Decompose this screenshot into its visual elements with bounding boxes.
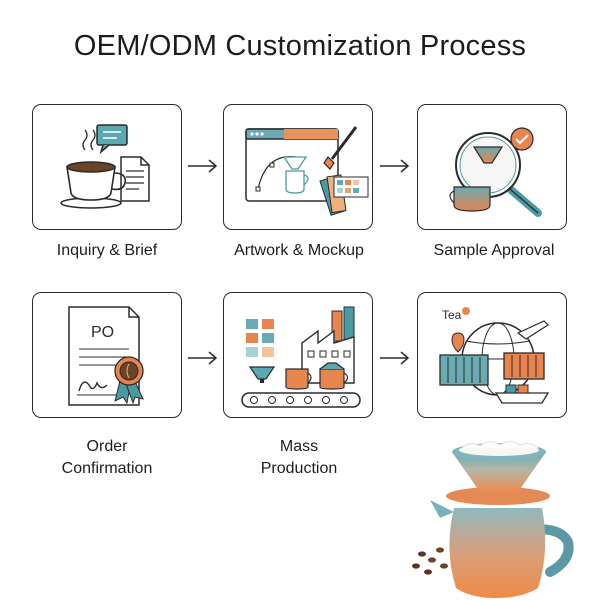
arrow-right-icon <box>380 351 410 365</box>
global-shipping-icon: Tea <box>439 307 550 404</box>
step-label-production-line2: Production <box>260 460 338 477</box>
pour-over-product-image <box>412 441 574 598</box>
step-card-order[interactable]: PO <box>32 292 182 418</box>
step-label-order-line2: Confirmation <box>61 460 153 477</box>
factory-conveyor-icon <box>241 306 361 408</box>
coffee-cup-document-chat-icon <box>60 124 150 209</box>
step-label-sample: Sample Approval <box>433 242 555 259</box>
magnifier-check-sample-icon <box>449 127 542 217</box>
arrow-right-icon <box>188 351 218 365</box>
arrow-right-icon <box>188 159 218 173</box>
po-document-seal-icon: PO <box>68 306 144 406</box>
step-card-production[interactable] <box>223 292 373 418</box>
arrow-right-icon <box>380 159 410 173</box>
step-card-sample[interactable] <box>417 104 567 230</box>
step-label-inquiry: Inquiry & Brief <box>56 242 158 259</box>
step-label-order-line1: Order <box>86 438 128 455</box>
po-text: PO <box>91 324 114 341</box>
step-label-order: Order Confirmation <box>20 436 194 480</box>
step-card-artwork[interactable] <box>223 104 373 230</box>
step-label-artwork: Artwork & Mockup <box>234 242 364 259</box>
design-browser-brush-swatch-icon <box>245 126 369 216</box>
step-label-production-line1: Mass <box>279 438 319 455</box>
page-title: OEM/ODM Customization Process <box>73 30 527 62</box>
step-label-production: Mass Production <box>208 436 390 480</box>
tea-tag-text: Tea <box>442 308 462 322</box>
step-card-inquiry[interactable] <box>32 104 182 230</box>
step-card-shipping[interactable]: Tea <box>417 292 567 418</box>
